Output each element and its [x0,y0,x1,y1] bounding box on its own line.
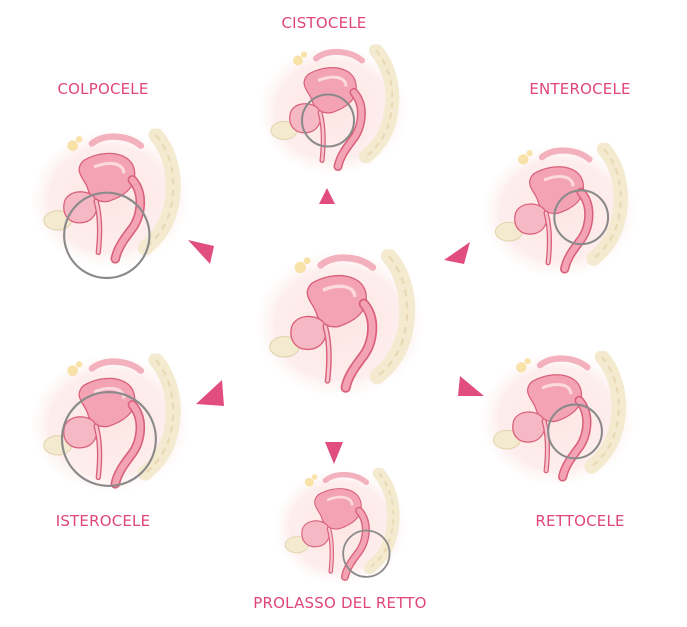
pelvis-normal-anatomy-icon [255,248,425,398]
arrow-down-icon [325,442,343,464]
arrow-right-icon [196,380,224,406]
arrow-left-icon [458,376,484,396]
vaginal-prolapse-anatomy-icon [30,118,190,280]
label-colpocele: COLPOCELE [57,80,149,98]
label-cistocele: CISTOCELE [281,14,367,32]
label-rettocele: RETTOCELE [535,512,625,530]
arrow-left-icon [444,242,470,264]
arrow-right-icon [188,240,214,264]
rectal-prolapse-anatomy-icon [268,468,413,584]
cystocele-anatomy-icon [258,42,408,177]
rectocele-anatomy-icon [480,348,635,488]
label-prolasso-del-retto: PROLASSO DEL RETTO [253,594,427,612]
enterocele-anatomy-icon [482,140,637,280]
uterine-prolapse-anatomy-icon [30,348,190,498]
label-isterocele: ISTEROCELE [55,512,151,530]
label-enterocele: ENTEROCELE [529,80,631,98]
arrow-up-icon [319,188,335,204]
